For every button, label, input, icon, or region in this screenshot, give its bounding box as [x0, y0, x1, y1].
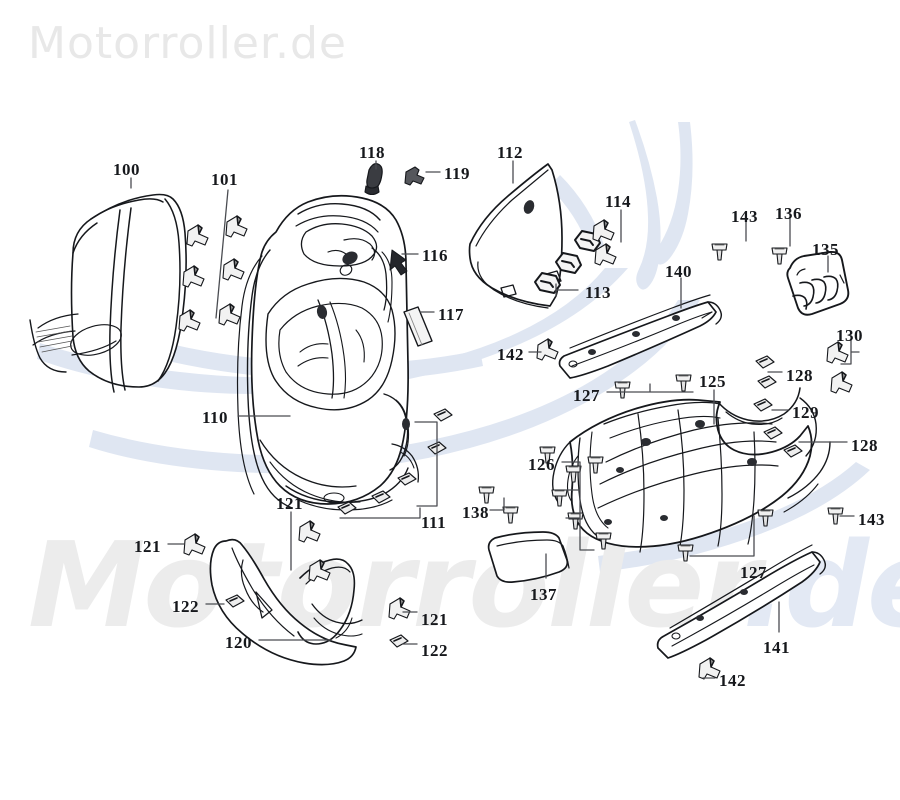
part-117-trim-strip	[403, 306, 433, 347]
part-label-119[interactable]: 119	[444, 164, 471, 183]
part-label-140[interactable]: 140	[665, 262, 692, 281]
part-label-137[interactable]: 137	[530, 585, 557, 604]
part-label-112[interactable]: 112	[497, 143, 524, 162]
part-label-128-right[interactable]: 128	[851, 436, 878, 455]
part-label-126[interactable]: 126	[528, 455, 555, 474]
part-label-116[interactable]: 116	[422, 246, 449, 265]
part-136-screw	[771, 247, 788, 265]
part-137-cover-plate	[487, 531, 570, 583]
part-116-emblem	[389, 249, 408, 276]
part-135-step-pad	[786, 250, 850, 316]
part-label-128-top[interactable]: 128	[786, 366, 813, 385]
part-label-127-bottom[interactable]: 127	[740, 563, 767, 582]
part-label-127-top[interactable]: 127	[573, 386, 600, 405]
part-110-leg-shield	[236, 194, 420, 511]
part-label-121-left[interactable]: 121	[134, 537, 161, 556]
part-label-141[interactable]: 141	[763, 638, 790, 657]
part-label-129[interactable]: 129	[792, 403, 819, 422]
part-label-101[interactable]: 101	[211, 170, 238, 189]
part-label-125[interactable]: 125	[699, 372, 726, 391]
part-label-114[interactable]: 114	[605, 192, 632, 211]
part-label-142-left[interactable]: 142	[497, 345, 524, 364]
part-label-117[interactable]: 117	[438, 305, 465, 324]
watermark-top-text: Motorroller.de	[28, 18, 347, 69]
part-119-screw	[404, 166, 425, 186]
part-label-100[interactable]: 100	[113, 160, 140, 179]
part-label-110[interactable]: 110	[202, 408, 229, 427]
part-label-135[interactable]: 135	[812, 240, 839, 259]
part-label-121-right[interactable]: 121	[421, 610, 448, 629]
part-label-121-top[interactable]: 121	[276, 494, 303, 513]
leader-lines	[130, 160, 860, 679]
part-100-front-shield	[29, 193, 187, 393]
part-141-trim-rail	[656, 544, 827, 659]
part-label-143-top[interactable]: 143	[731, 207, 758, 226]
part-label-120[interactable]: 120	[225, 633, 252, 652]
part-label-113[interactable]: 113	[585, 283, 612, 302]
part-label-118[interactable]: 118	[359, 143, 386, 162]
part-118-clip	[364, 163, 383, 196]
part-label-136[interactable]: 136	[775, 204, 802, 223]
part-label-130[interactable]: 130	[836, 326, 863, 345]
part-130-screws	[826, 341, 853, 394]
part-label-142-bottom[interactable]: 142	[719, 671, 746, 690]
part-140-trim-rail	[558, 294, 723, 379]
part-101-screws	[178, 215, 248, 332]
part-label-143-right[interactable]: 143	[858, 510, 885, 529]
part-label-138[interactable]: 138	[462, 503, 489, 522]
part-label-111[interactable]: 111	[421, 513, 447, 532]
part-label-122-right[interactable]: 122	[421, 641, 448, 660]
part-label-122-left[interactable]: 122	[172, 597, 199, 616]
